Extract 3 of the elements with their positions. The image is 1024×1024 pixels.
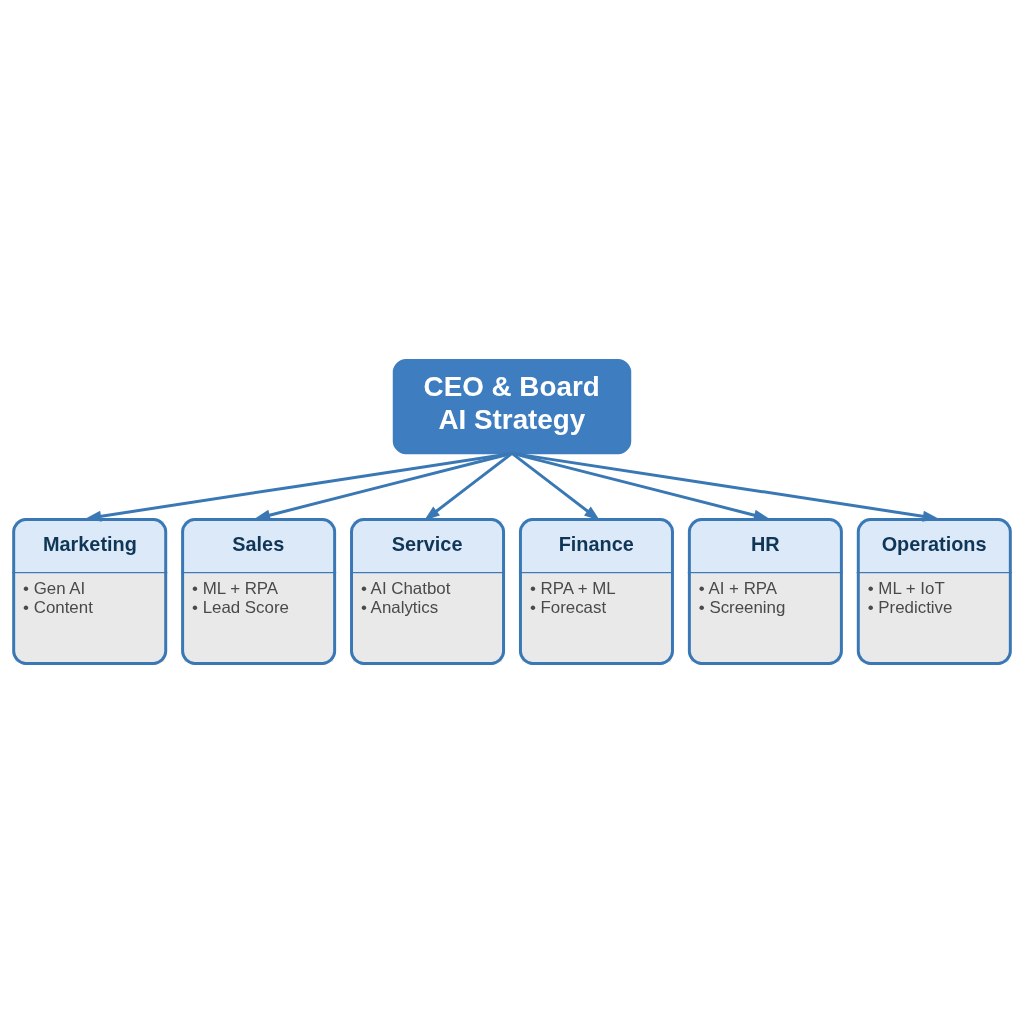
arrow	[511, 451, 939, 522]
node-box: CEO & Board AI Strategy	[392, 358, 632, 454]
arrow	[85, 451, 513, 522]
